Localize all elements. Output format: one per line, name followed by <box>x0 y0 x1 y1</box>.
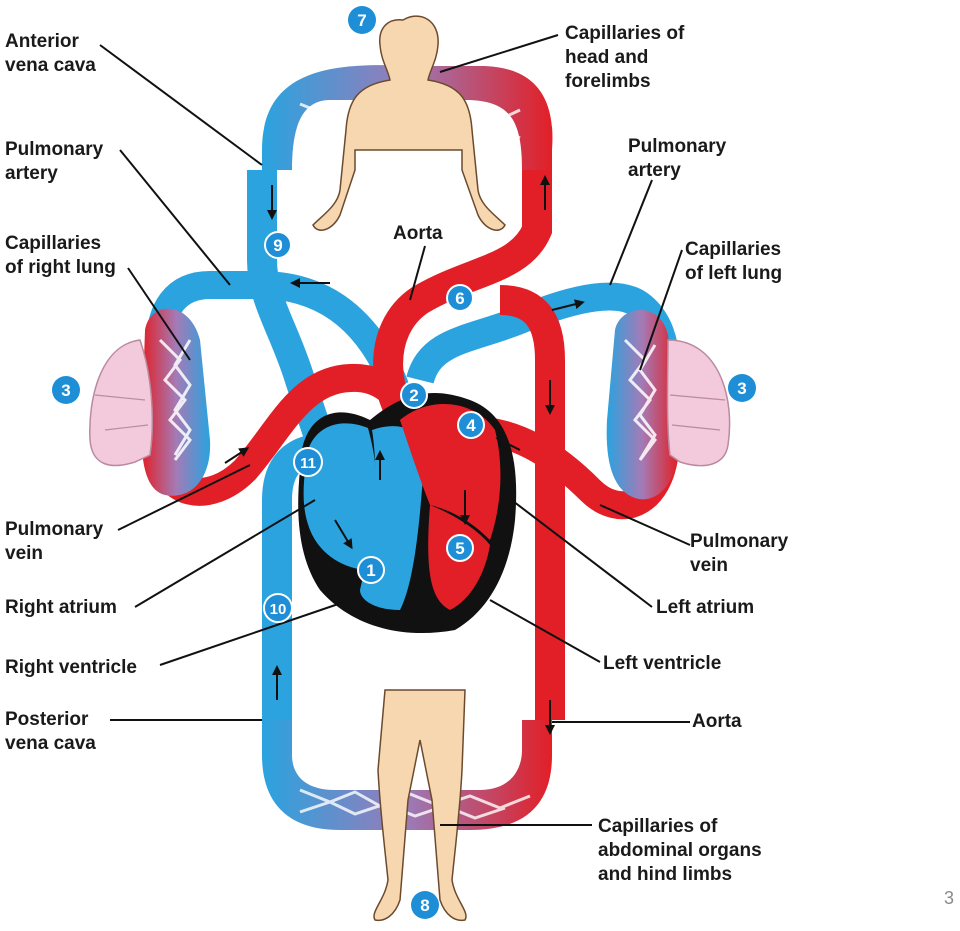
svg-text:4: 4 <box>466 416 476 435</box>
flow-arrows <box>224 175 585 735</box>
svg-text:6: 6 <box>455 289 464 308</box>
label-aorta-bottom: Aorta <box>692 711 742 732</box>
label-pulmonary-artery-left: Pulmonary artery <box>5 139 104 184</box>
label-capillaries-left-lung: Capillaries of left lung <box>685 239 783 284</box>
svg-text:1: 1 <box>366 561 375 580</box>
svg-text:9: 9 <box>273 236 282 255</box>
capillaries-right-lung-bed <box>141 308 211 496</box>
marker-4: 4 <box>457 411 485 439</box>
label-pulmonary-artery-right: Pulmonary artery <box>628 136 727 181</box>
svg-text:5: 5 <box>455 539 464 558</box>
marker-7: 7 <box>348 6 376 34</box>
upper-body-figure <box>312 15 506 231</box>
label-left-atrium: Left atrium <box>656 597 755 618</box>
svg-text:3: 3 <box>737 379 746 398</box>
marker-9: 9 <box>264 231 292 259</box>
marker-8: 8 <box>411 891 439 919</box>
left-lung <box>666 339 731 467</box>
flow-arrow <box>224 447 250 464</box>
flow-arrow <box>495 437 521 451</box>
svg-text:7: 7 <box>357 11 366 30</box>
marker-5: 5 <box>446 534 474 562</box>
label-pulmonary-vein-right: Pulmonary vein <box>690 531 789 576</box>
svg-text:8: 8 <box>420 896 429 915</box>
marker-6: 6 <box>446 284 474 312</box>
label-capillaries-right-lung: Capillaries of right lung <box>5 233 116 278</box>
marker-2: 2 <box>400 381 428 409</box>
label-pulmonary-vein-left: Pulmonary vein <box>5 519 104 564</box>
label-right-atrium: Right atrium <box>5 597 117 618</box>
svg-text:3: 3 <box>61 381 70 400</box>
page-number: 3 <box>943 888 954 908</box>
marker-10: 10 <box>263 593 293 623</box>
flow-arrow <box>551 299 585 311</box>
anterior-vena-cava-vessel <box>247 170 335 445</box>
label-capillaries-abdominal: Capillaries of abdominal organs and hind… <box>598 816 762 885</box>
svg-text:11: 11 <box>300 455 316 472</box>
lower-body-figure <box>373 689 467 922</box>
label-right-ventricle: Right ventricle <box>5 657 137 678</box>
marker-3-right: 3 <box>728 374 756 402</box>
right-lung <box>89 339 154 467</box>
marker-11: 11 <box>293 447 323 477</box>
svg-text:2: 2 <box>409 386 418 405</box>
flow-arrow <box>334 519 353 550</box>
label-posterior-vena-cava: Posterior vena cava <box>5 709 96 754</box>
label-left-ventricle: Left ventricle <box>603 653 722 674</box>
label-anterior-vena-cava: Anterior vena cava <box>5 31 96 76</box>
marker-3-left: 3 <box>52 376 80 404</box>
leader-lines <box>99 34 691 826</box>
capillaries-left-lung-bed <box>606 310 679 500</box>
label-capillaries-head: Capillaries of head and forelimbs <box>565 23 685 92</box>
svg-text:10: 10 <box>270 601 287 618</box>
marker-1: 1 <box>357 556 385 584</box>
label-aorta-top: Aorta <box>393 223 443 244</box>
